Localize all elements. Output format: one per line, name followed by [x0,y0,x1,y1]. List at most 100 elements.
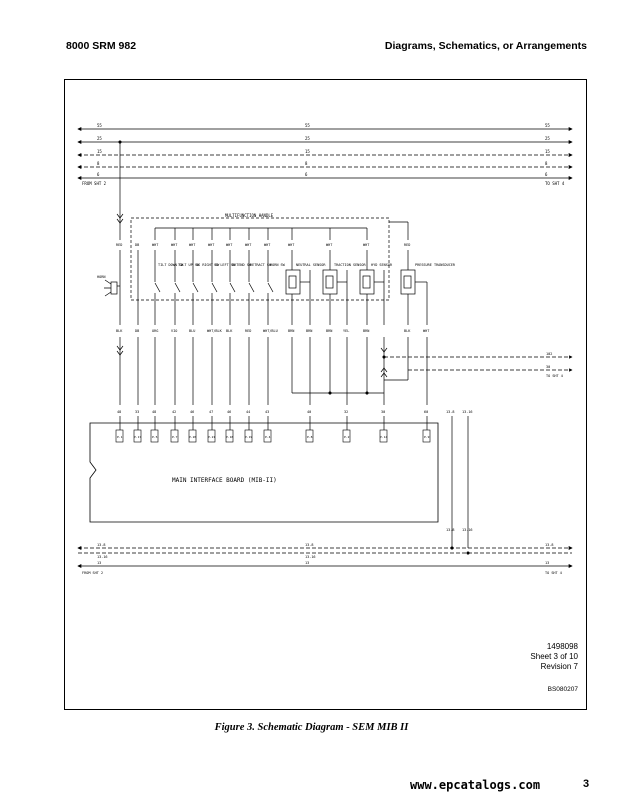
svg-text:33: 33 [135,410,139,414]
svg-text:30: 30 [381,410,385,414]
svg-text:44: 44 [246,410,250,414]
wire-102-label: 102 [546,352,552,356]
board-label: MAIN INTERFACE BOARD (MIB-II) [172,477,277,484]
svg-text:WHT: WHT [208,243,215,247]
svg-text:P-5: P-5 [152,435,158,439]
svg-text:P-17: P-17 [134,435,141,439]
sensors [285,250,428,325]
svg-text:P-1: P-1 [117,435,123,439]
svg-text:40: 40 [307,410,311,414]
svg-text:BLK: BLK [116,329,123,333]
multifunction-label: MULTIFUNCTION HANDLE [225,213,274,218]
svg-text:13: 13 [545,561,549,565]
horn-symbol [104,250,121,325]
svg-text:WHT/BLU: WHT/BLU [263,329,278,333]
drawing-code: BS080207 [547,686,578,693]
svg-text:13: 13 [305,561,309,565]
svg-text:WHT: WHT [288,243,295,247]
drawing-number: 1498098 [546,642,578,651]
to-sheet-label: TO SHT 4 [545,571,562,575]
svg-text:13-16: 13-16 [462,410,473,414]
schematic-frame [64,79,587,710]
svg-text:P-20: P-20 [189,435,196,439]
svg-text:13-16: 13-16 [97,555,108,559]
svg-text:BRN: BRN [288,329,294,333]
footer-url[interactable]: www.epcatalogs.com [410,778,541,792]
svg-text:ORG: ORG [152,329,158,333]
svg-text:47: 47 [209,410,213,414]
svg-text:13-16: 13-16 [462,528,473,532]
bus-wire-label: 55 [305,123,310,128]
svg-text:WHT: WHT [245,243,252,247]
bus-wire-label: 15 [305,149,310,154]
svg-text:P-21: P-21 [208,435,215,439]
svg-text:WHT: WHT [326,243,333,247]
svg-text:BRN: BRN [306,329,312,333]
svg-text:BLK: BLK [404,329,411,333]
to-sheet-label: TO SHT 4 [545,181,565,186]
switch-wires [137,250,274,325]
svg-text:13-8: 13-8 [446,528,454,532]
lower-wires [116,337,573,405]
svg-text:13-8: 13-8 [305,543,313,547]
sheet-number: Sheet 3 of 10 [530,652,578,661]
svg-text:43: 43 [265,410,269,414]
svg-text:DB: DB [135,243,139,247]
top-bus [77,127,573,180]
svg-text:P-18: P-18 [226,435,233,439]
switch-labels: TILT DOWN SW TILT UP SW SS RIGHT SW SS L… [158,263,286,267]
svg-text:RED: RED [245,329,251,333]
bus-wire-label: 8 [97,161,100,166]
revision: Revision 7 [540,662,578,671]
switch-label: SS RIGHT SW [196,263,220,267]
wire-numbers: 48 33 48 42 46 47 46 44 43 40 32 30 60 [117,410,428,414]
bus-wire-label: 25 [305,136,310,141]
sensor-labels: NEUTRAL SENSOR TRACTION SENSOR HYD SENSO… [296,263,456,267]
svg-text:48: 48 [152,410,156,414]
sensor-label: HYD SENSOR [371,263,393,267]
switch-label: EXTEND SW [232,263,252,267]
svg-text:P-19: P-19 [245,435,252,439]
bus-wire-label: 8 [305,161,308,166]
svg-text:P-9: P-9 [424,435,430,439]
switch-label: RETRACT SW [250,263,272,267]
svg-text:WHT: WHT [171,243,178,247]
from-sheet-label: FROM SHT 2 [82,181,107,186]
svg-text:WHT: WHT [189,243,196,247]
multifunction-handle-box [130,217,390,301]
svg-text:P-7: P-7 [172,435,178,439]
svg-text:48: 48 [117,410,121,414]
bus-wire-label: 25 [97,136,102,141]
svg-text:32: 32 [344,410,348,414]
svg-text:WHT: WHT [363,243,370,247]
svg-text:WHT/BLK: WHT/BLK [207,329,223,333]
svg-text:WHT: WHT [423,329,430,333]
sensor-label: TRACTION SENSOR [334,263,367,267]
svg-text:BRN: BRN [326,329,332,333]
from-sheet-label: FROM SHT 2 [82,571,103,575]
bottom-wire-colors: BLK DB ORG VIO BLU WHT/BLK BLK RED WHT/B… [116,329,430,333]
wire-30-label: 30 [546,365,550,369]
pin-labels: P-1 P-17 P-5 P-7 P-20 P-21 P-18 P-19 P-4… [117,435,430,439]
svg-text:BLK: BLK [226,329,233,333]
svg-text:RED: RED [116,243,122,247]
bus-wire-label: 8 [545,161,548,166]
svg-text:WHT: WHT [152,243,159,247]
bus-wire-label: 15 [545,149,550,154]
svg-text:13: 13 [97,561,101,565]
figure-caption: Figure 3. Schematic Diagram - SEM MIB II [214,722,409,733]
svg-text:BRN: BRN [363,329,369,333]
svg-text:13-16: 13-16 [305,555,316,559]
svg-text:13-8: 13-8 [545,543,553,547]
sensor-label: NEUTRAL SENSOR [296,263,326,267]
svg-text:P-14: P-14 [380,435,387,439]
switch-label: TILT UP SW [178,263,200,267]
bus-wire-label: 6 [97,172,100,177]
bus-wire-label: 6 [545,172,548,177]
svg-text:46: 46 [190,410,194,414]
bus-wire-label: 55 [97,123,102,128]
svg-text:60: 60 [424,410,428,414]
svg-text:46: 46 [227,410,231,414]
svg-text:DB: DB [135,329,139,333]
main-interface-board [89,422,439,523]
